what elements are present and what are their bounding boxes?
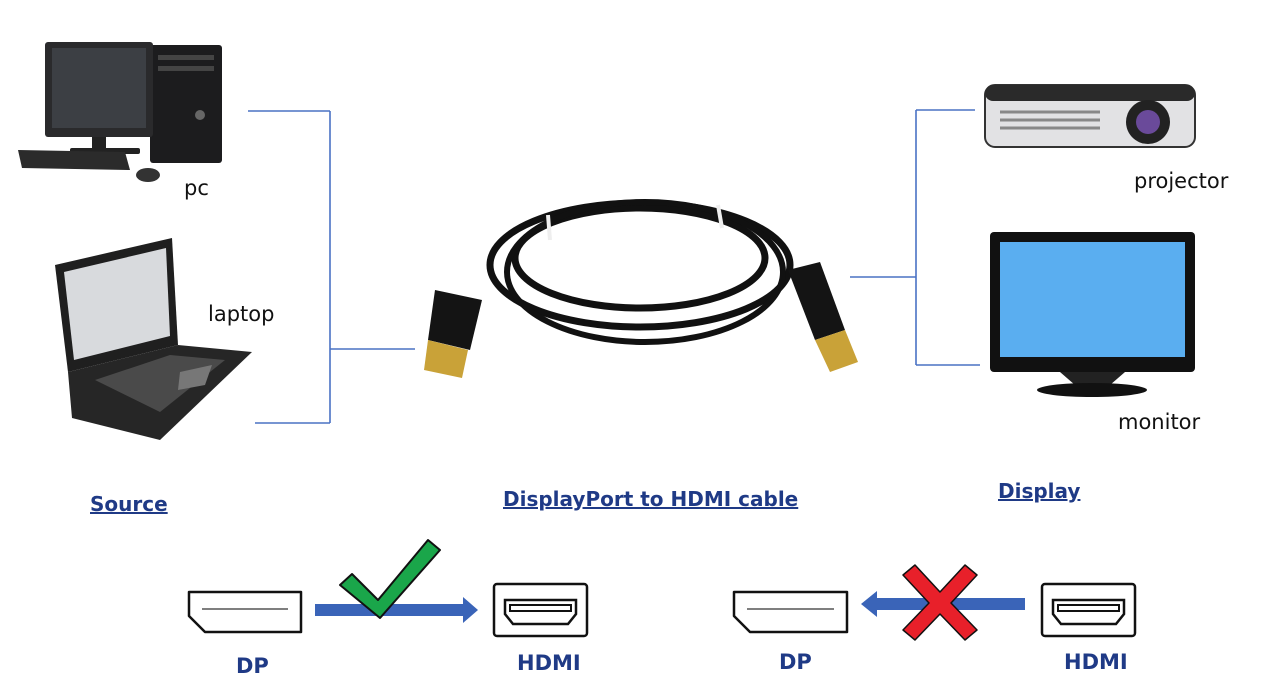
dp-label: DP <box>779 650 812 674</box>
monitor-label: monitor <box>1118 410 1201 434</box>
dp-label: DP <box>236 654 269 678</box>
arrow-right-icon <box>315 597 478 623</box>
projector-icon <box>984 84 1196 148</box>
display-heading: Display <box>998 479 1081 503</box>
cable-heading: DisplayPort to HDMI cable <box>503 487 799 511</box>
check-icon <box>339 539 441 619</box>
dp-port-icon <box>732 590 849 634</box>
dp-port-icon <box>187 590 303 634</box>
hdmi-port-icon <box>1040 582 1137 638</box>
cross-icon <box>902 564 978 641</box>
monitor-icon <box>990 232 1195 397</box>
display-connector-lines <box>850 109 980 366</box>
pc-icon <box>18 42 222 182</box>
laptop-label: laptop <box>208 302 275 326</box>
source-heading: Source <box>90 492 168 516</box>
hdmi-port-icon <box>492 582 589 638</box>
laptop-icon <box>55 238 252 440</box>
projector-label: projector <box>1134 169 1229 193</box>
source-connector-lines <box>248 110 415 424</box>
hdmi-label: HDMI <box>1064 650 1128 674</box>
displayport-hdmi-cable-icon <box>424 199 858 378</box>
hdmi-label: HDMI <box>517 651 581 675</box>
pc-label: pc <box>184 176 209 200</box>
